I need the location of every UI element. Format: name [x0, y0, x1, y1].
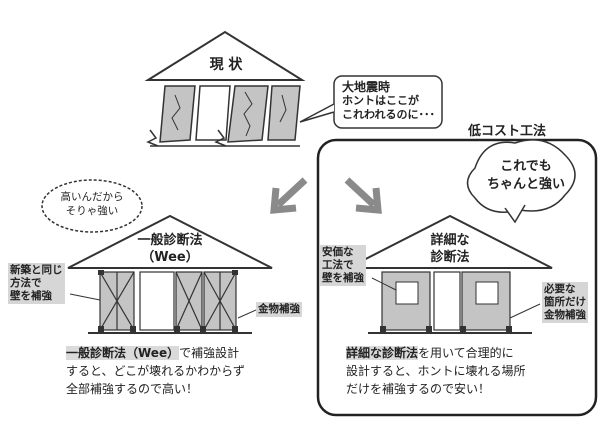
- thought-line: ちゃんと強い: [486, 177, 565, 192]
- thought-line: そりゃ強い: [65, 205, 119, 217]
- note-line: 壁を補強: [322, 272, 364, 284]
- desc-text: 設計すると、ホントに壊れる場所: [346, 364, 526, 378]
- thought-line: 高いんだから: [60, 191, 124, 203]
- earthquake-callout: 大地震時 ホントはここが これわれるのに･･･: [342, 80, 442, 122]
- right-thought-text: これでも ちゃんと強い: [478, 158, 574, 194]
- note-line: 工法で: [322, 259, 354, 271]
- label-line: （Wee）: [141, 250, 199, 265]
- general-method-house: [67, 214, 273, 334]
- note-line: 方法で: [10, 277, 42, 289]
- current-house-label: 現 状: [209, 57, 243, 73]
- desc-text: だけを補強するので安い！: [346, 382, 491, 396]
- desc-text: すると、どこが壊れるかわからず: [66, 364, 245, 378]
- thought-bubble: [466, 139, 576, 213]
- desc-emphasis: 詳細な診断法: [346, 346, 419, 360]
- detailed-method-house: [347, 214, 553, 334]
- break-mark-icon: [214, 129, 227, 147]
- note-line: 壁を補強: [10, 290, 52, 302]
- desc-text: を用いて合理的に: [418, 346, 514, 360]
- cracked-wall: [159, 85, 196, 143]
- low-cost-title: 低コスト工法: [468, 124, 547, 139]
- callout-title: 大地震時: [342, 80, 391, 94]
- note-line: 箇所だけ: [544, 296, 586, 308]
- label-line: 詳細な: [430, 233, 470, 248]
- right-hardware-note: 必要な 箇所だけ 金物補強: [542, 282, 588, 323]
- callout-line: これわれるのに･･･: [342, 108, 435, 121]
- low-cost-panel: [316, 138, 598, 417]
- left-thought-text: 高いんだから そりゃ強い: [52, 190, 132, 218]
- desc-emphasis: 一般診断法（Wee）: [66, 346, 180, 360]
- label-line: 一般診断法: [137, 233, 203, 248]
- current-house: [144, 30, 306, 147]
- note-line: 安価な: [322, 246, 354, 258]
- right-side-note: 安価な 工法で 壁を補強: [320, 245, 366, 286]
- callout-box: [333, 75, 443, 129]
- callout-line: ホントはここが: [342, 94, 419, 107]
- note-line: 新築と同じ: [10, 264, 63, 276]
- detailed-method-label: 詳細な 診断法: [410, 232, 490, 266]
- left-side-note: 新築と同じ 方法で 壁を補強: [8, 263, 65, 304]
- hardware-tag: 金物補強: [256, 302, 302, 317]
- cracked-wall: [227, 85, 269, 143]
- break-mark-icon: [146, 129, 159, 147]
- thought-line: これでも: [500, 159, 552, 174]
- arrow-left-icon: [270, 177, 308, 214]
- desc-text: で補強設計: [179, 346, 240, 360]
- general-method-label: 一般診断法 （Wee）: [120, 232, 220, 266]
- label-line: 診断法: [430, 250, 470, 265]
- arrow-right-icon: [344, 177, 382, 214]
- note-line: 必要な: [544, 283, 576, 295]
- note-line: 金物補強: [544, 309, 586, 321]
- right-description: 詳細な診断法を用いて合理的に 設計すると、ホントに壊れる場所 だけを補強するので…: [346, 344, 586, 398]
- thought-bubble: [41, 179, 143, 233]
- desc-text: 全部補強するので高い！: [66, 382, 199, 396]
- left-description: 一般診断法（Wee）で補強設計 すると、どこが壊れるかわからず 全部補強するので…: [66, 344, 316, 398]
